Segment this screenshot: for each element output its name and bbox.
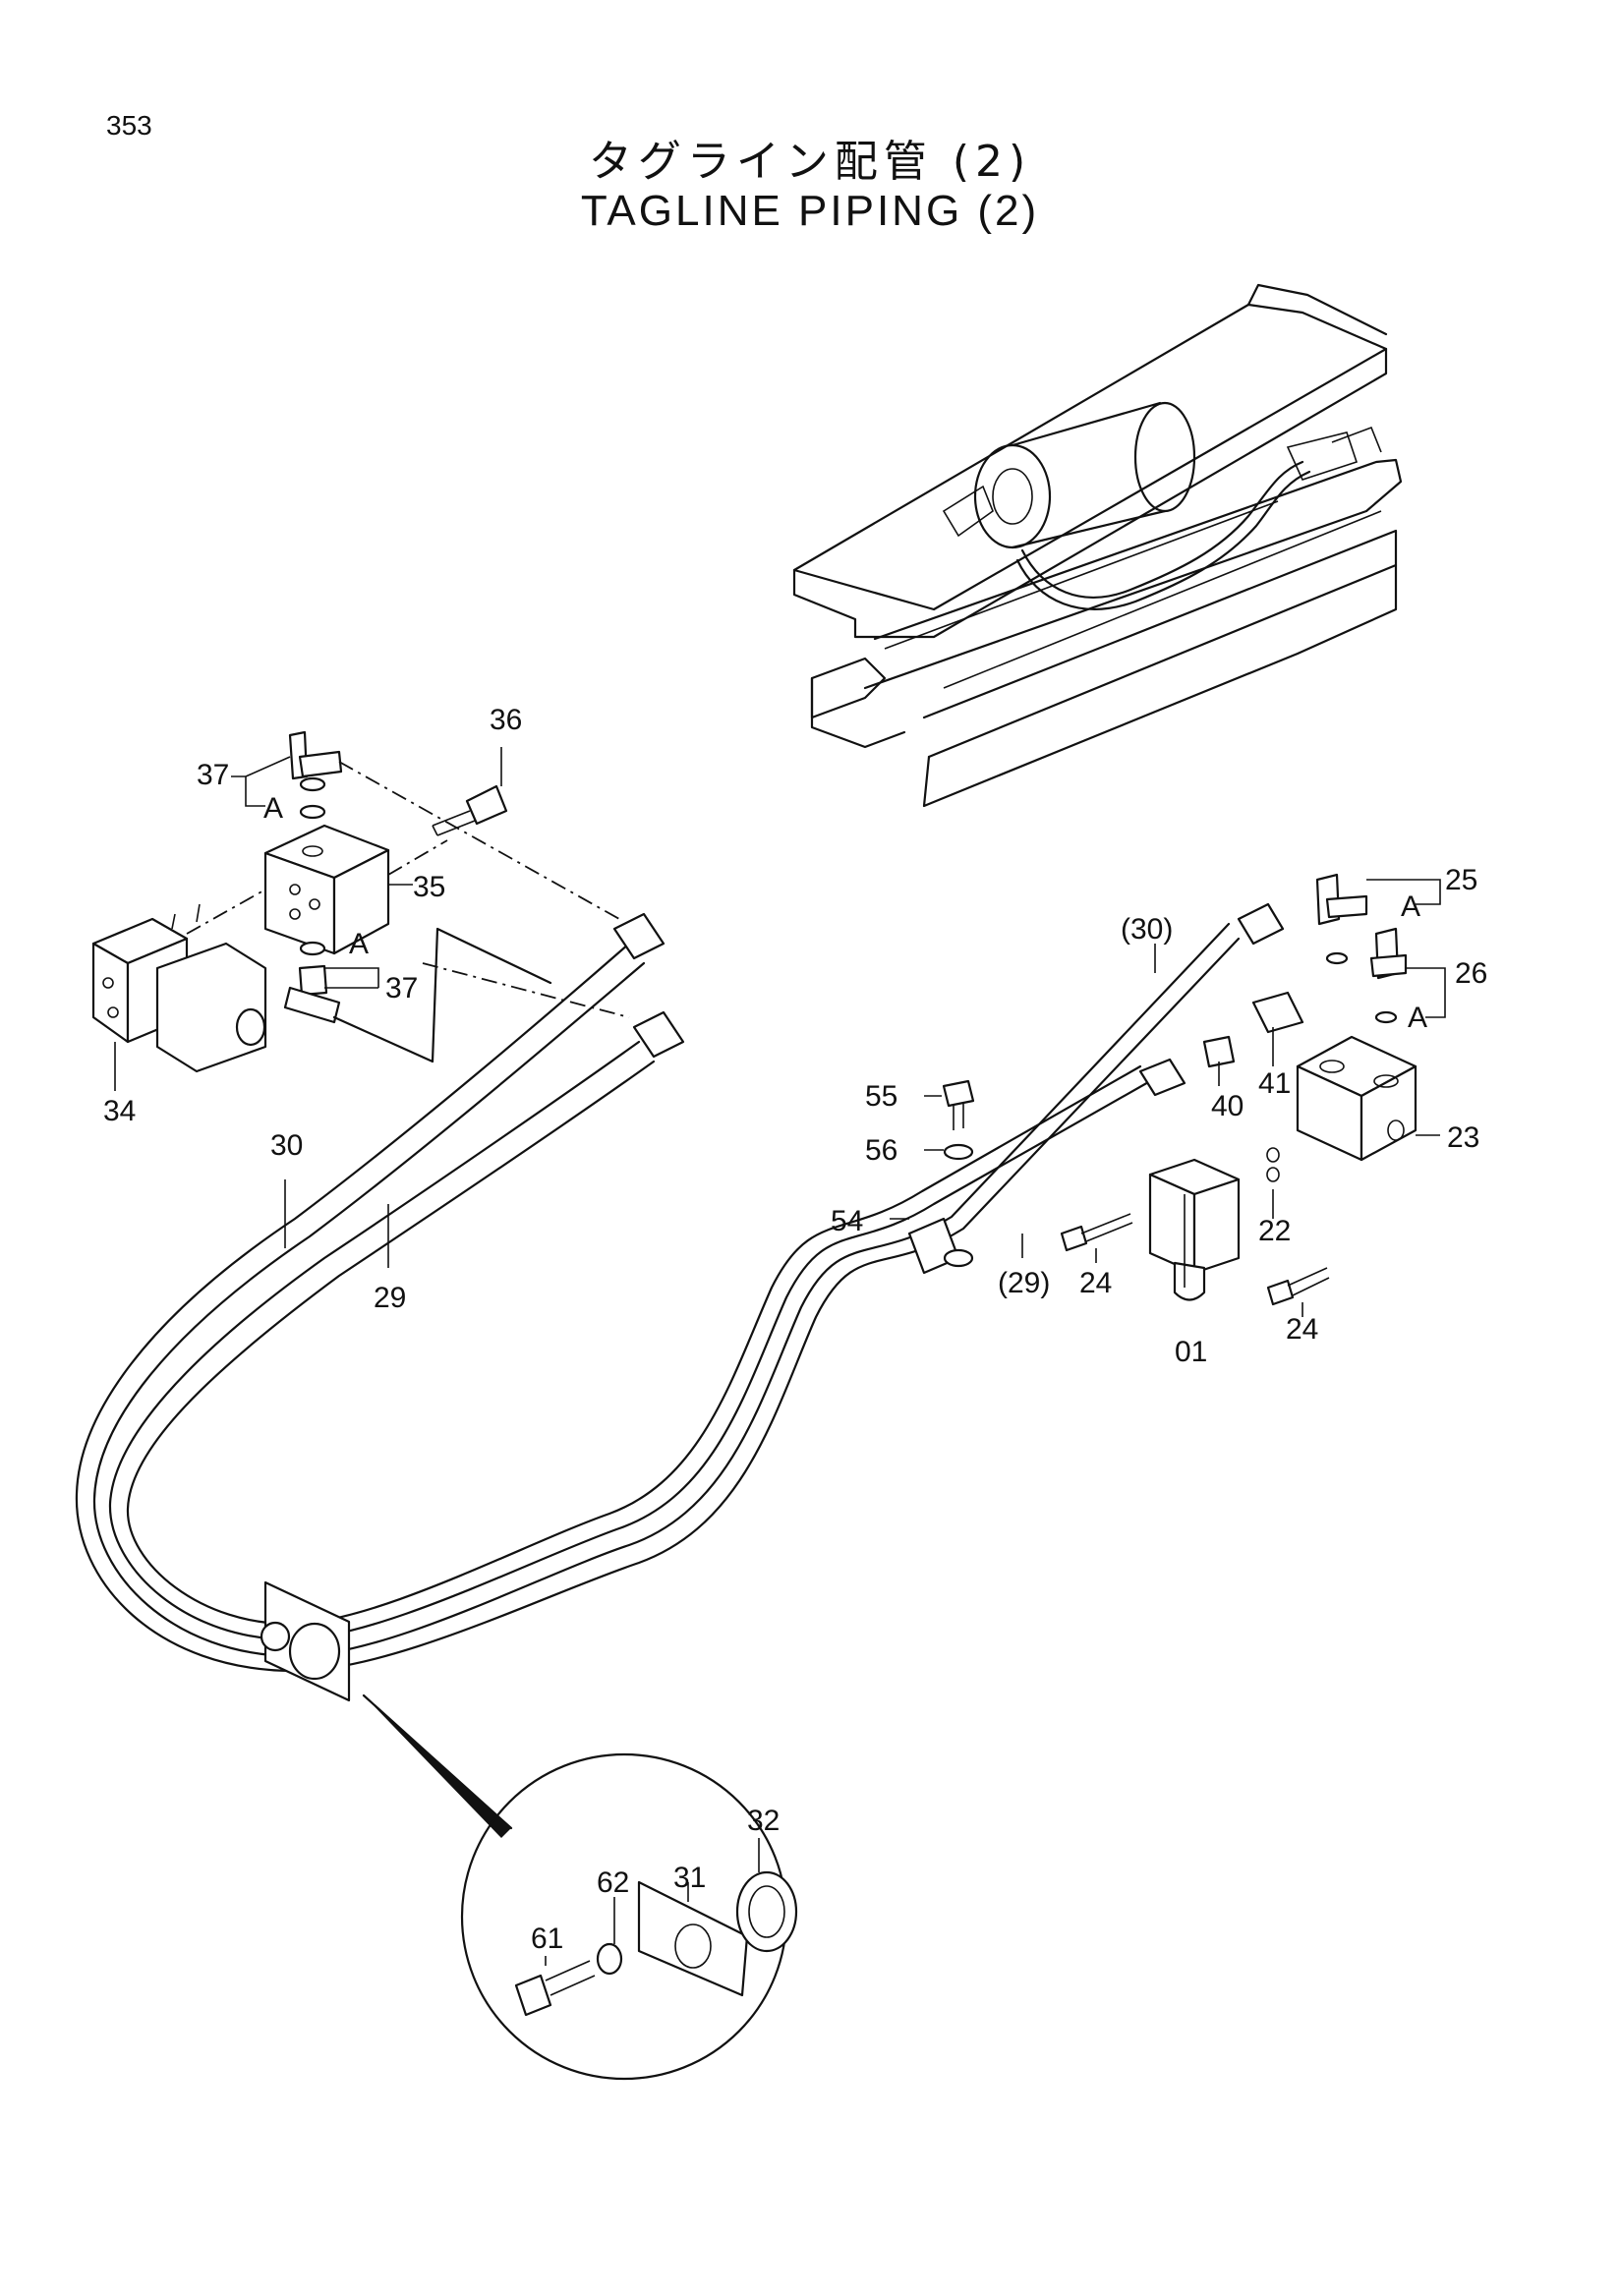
callout-31: 31: [673, 1862, 706, 1894]
callout-22: 22: [1258, 1215, 1291, 1247]
callout-24-left: 24: [1079, 1267, 1112, 1299]
callout-29: 29: [374, 1282, 406, 1314]
callout-41: 41: [1258, 1067, 1291, 1100]
callout-35: 35: [413, 871, 445, 903]
page-number: 353: [106, 110, 152, 141]
page-title-english: TAGLINE PIPING (2): [580, 187, 1040, 235]
hose-bundle: [75, 902, 1285, 1838]
page-title-japanese: タグライン配管 (2): [588, 137, 1032, 187]
callout-30: 30: [270, 1129, 303, 1162]
callout-a-3: A: [1401, 890, 1420, 923]
callout-leaders: [114, 747, 1446, 1966]
callout-29-ref: (29): [998, 1267, 1050, 1299]
callout-a-4: A: [1408, 1002, 1427, 1034]
callout-25: 25: [1445, 864, 1477, 896]
callout-62: 62: [597, 1866, 629, 1899]
callout-55: 55: [865, 1080, 897, 1113]
callout-56: 56: [865, 1134, 897, 1167]
callout-37-top: 37: [197, 759, 229, 791]
solenoid-valve-assembly: [91, 730, 630, 1073]
detail-view-circle: [460, 1752, 798, 2081]
callout-23: 23: [1447, 1121, 1479, 1154]
callout-24-right: 24: [1286, 1313, 1318, 1346]
callout-36: 36: [490, 704, 522, 736]
callout-01: 01: [1175, 1336, 1207, 1368]
callout-30-ref: (30): [1121, 913, 1173, 946]
callout-40: 40: [1211, 1090, 1244, 1122]
callout-61: 61: [531, 1923, 563, 1955]
valve-block-assembly: [942, 873, 1418, 1306]
callout-37-bottom: 37: [385, 972, 418, 1004]
callout-32: 32: [747, 1805, 780, 1837]
callout-26: 26: [1455, 957, 1487, 990]
callout-a-1: A: [263, 792, 283, 825]
callout-34: 34: [103, 1095, 136, 1127]
callout-54: 54: [831, 1205, 863, 1237]
callout-a-2: A: [349, 928, 369, 960]
machine-overview-illustration: [792, 283, 1403, 808]
